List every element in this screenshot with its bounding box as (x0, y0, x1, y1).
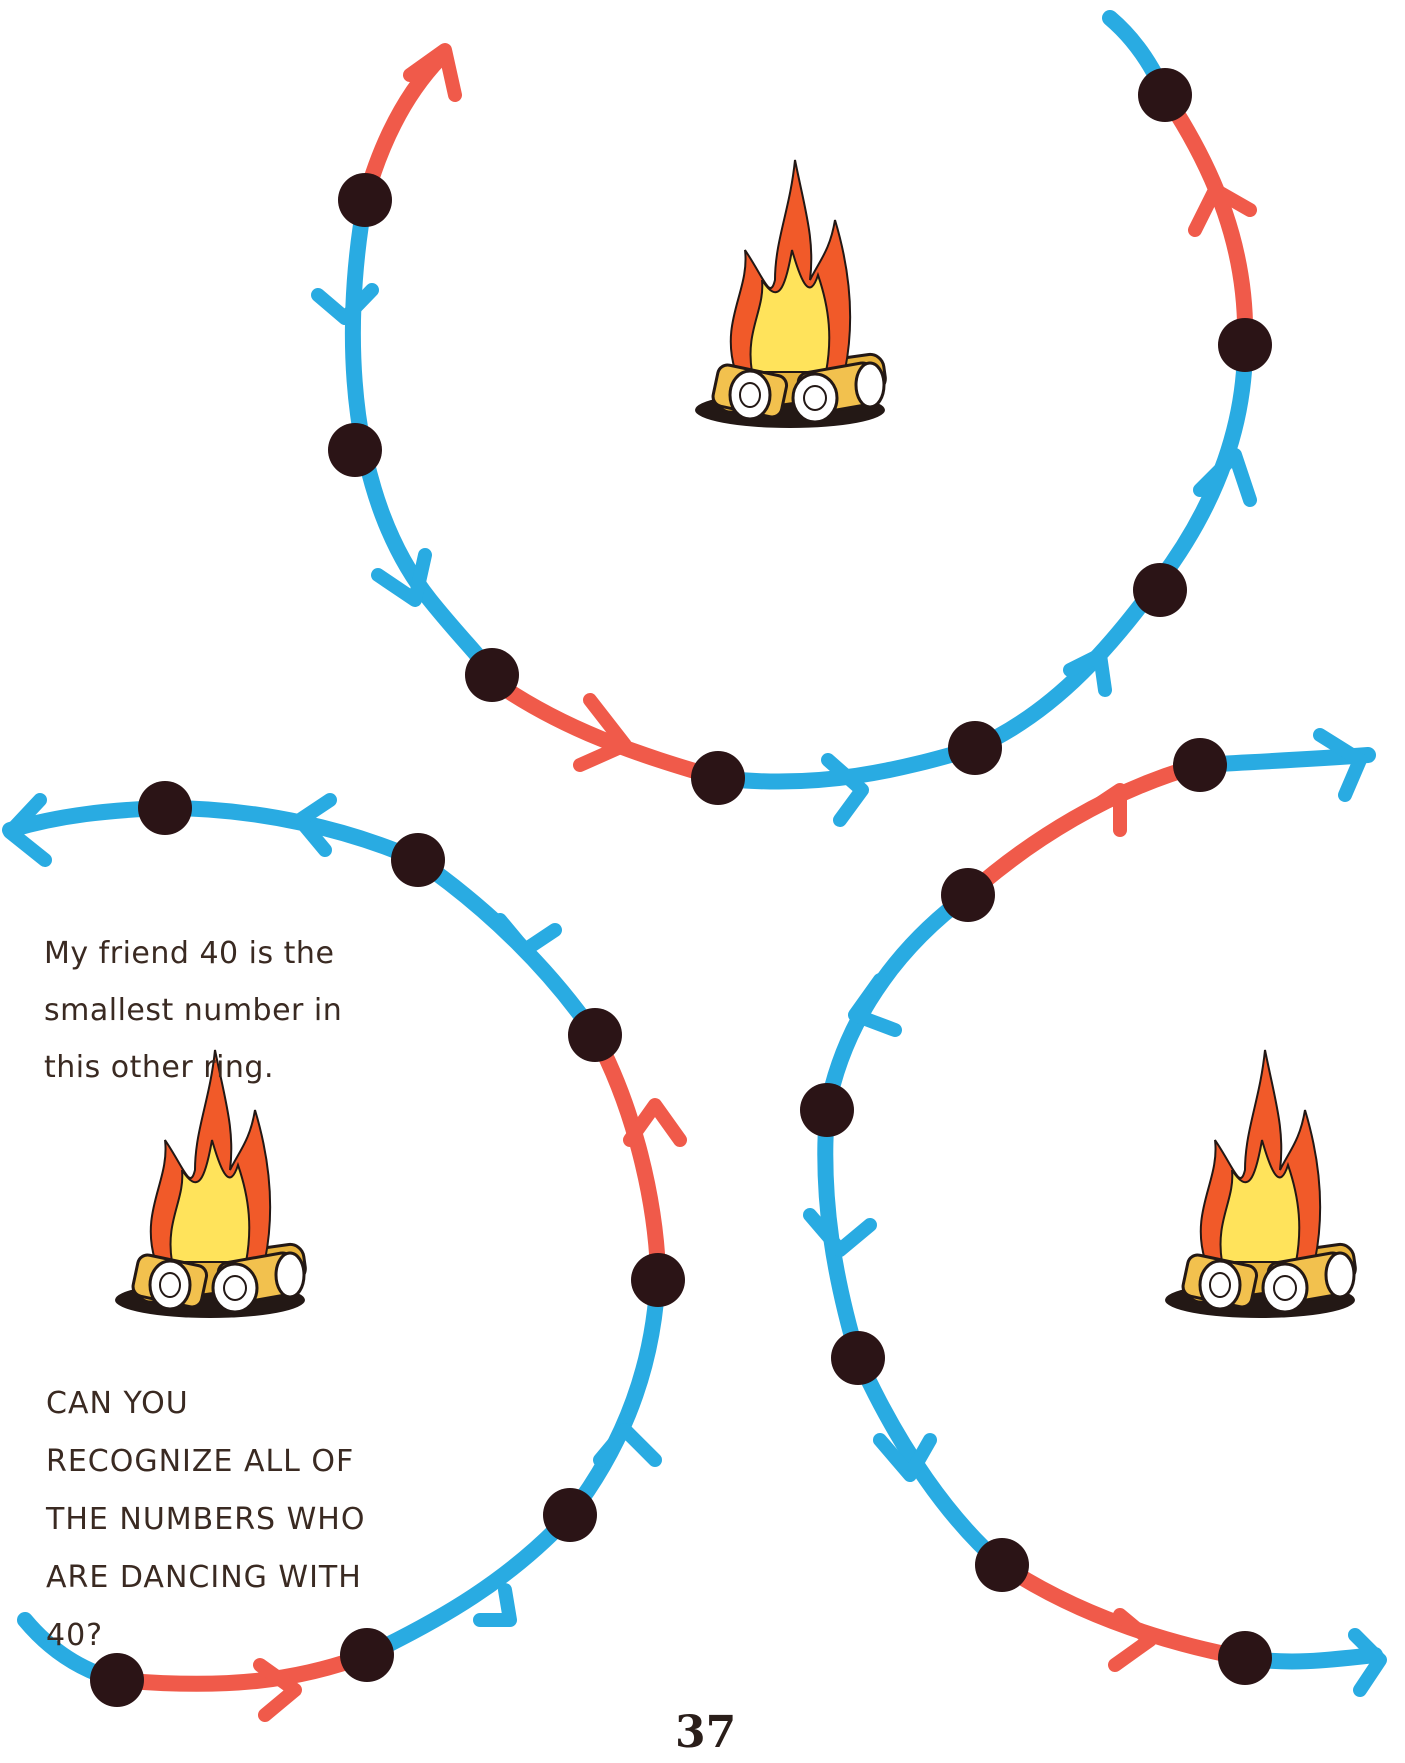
page-number: 37 (675, 1707, 737, 1758)
friend-caption: My friend 40 is the smallest number in t… (44, 936, 343, 1085)
question-caption: CAN YOU RECOGNIZE ALL OF THE NUMBERS WHO… (46, 1386, 366, 1653)
